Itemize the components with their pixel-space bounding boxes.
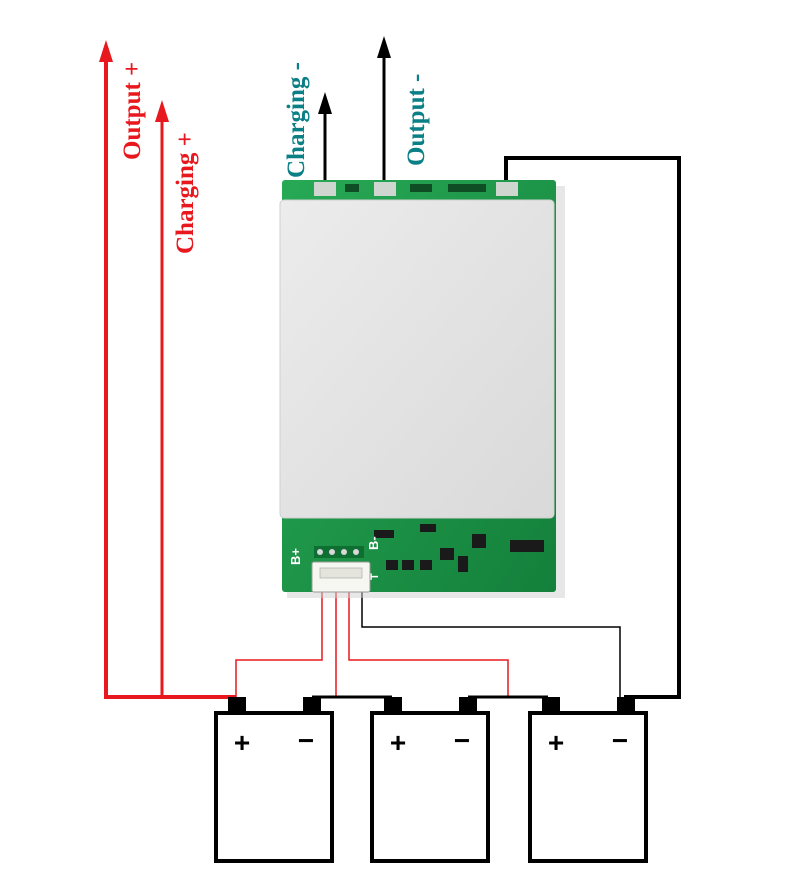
battery-minus-sign: −: [454, 725, 470, 756]
output-plus-arrow: [99, 40, 113, 62]
pin-label-b-plus: B+: [288, 548, 303, 565]
pad-dot-2: [329, 549, 335, 555]
battery-minus-sign: −: [298, 725, 314, 756]
pin-label-b-minus: B-: [366, 536, 381, 550]
top-component-2: [410, 184, 432, 192]
battery-minus-sign: −: [612, 725, 628, 756]
pin-label-t: T: [369, 573, 381, 580]
heatsink-plate: [279, 199, 555, 519]
negative-main-wires: [318, 36, 391, 182]
battery-negative-terminal: [303, 697, 321, 713]
pin-header-pads: [314, 546, 364, 558]
smd-chip-3: [420, 560, 432, 570]
battery-plus-sign: +: [548, 727, 564, 758]
balance-wire-3: [348, 590, 509, 697]
smd-chip-7: [458, 556, 468, 572]
connector-slot: [319, 567, 363, 579]
balance-wire-4: [361, 590, 621, 697]
battery-body: [528, 711, 648, 863]
smd-chip-1: [386, 560, 398, 570]
pad-charging-minus: [314, 182, 336, 196]
battery-3: + −: [528, 697, 648, 863]
top-component-3: [448, 184, 486, 192]
battery-negative-terminal: [617, 697, 635, 713]
smd-chip-8: [374, 530, 394, 538]
label-output-minus: Output -: [403, 74, 430, 166]
smd-chip-6: [510, 540, 544, 552]
positive-main-wires: [99, 40, 236, 699]
bms-pcb: B+ B- T: [279, 180, 565, 598]
smd-chip-9: [420, 524, 436, 532]
pad-dot-3: [341, 549, 347, 555]
smd-chip-2: [402, 560, 414, 570]
balance-wire-1: [235, 590, 323, 697]
battery-plus-sign: +: [234, 727, 250, 758]
battery-2: + −: [370, 697, 490, 863]
battery-body: [370, 711, 490, 863]
smd-chip-4: [440, 548, 454, 560]
pad-dot-1: [317, 549, 323, 555]
top-component-1: [345, 184, 359, 192]
label-charging-minus: Charging -: [283, 62, 310, 178]
balance-wires: [235, 590, 621, 697]
battery-positive-terminal: [228, 697, 246, 713]
battery-positive-terminal: [542, 697, 560, 713]
battery-1: + −: [214, 697, 334, 863]
battery-body: [214, 711, 334, 863]
pad-dot-4: [353, 549, 359, 555]
battery-plus-sign: +: [390, 727, 406, 758]
output-minus-arrow: [377, 36, 391, 58]
pad-b-minus-top: [496, 182, 518, 196]
battery-positive-terminal: [384, 697, 402, 713]
battery-negative-terminal: [459, 697, 477, 713]
smd-chip-5: [472, 534, 486, 548]
label-charging-plus: Charging +: [172, 132, 199, 254]
charging-minus-arrow: [318, 92, 332, 114]
charging-plus-arrow: [155, 100, 169, 122]
b-minus-loop-wire: [504, 156, 681, 699]
pad-output-minus: [374, 182, 396, 196]
label-output-plus: Output +: [119, 62, 146, 160]
